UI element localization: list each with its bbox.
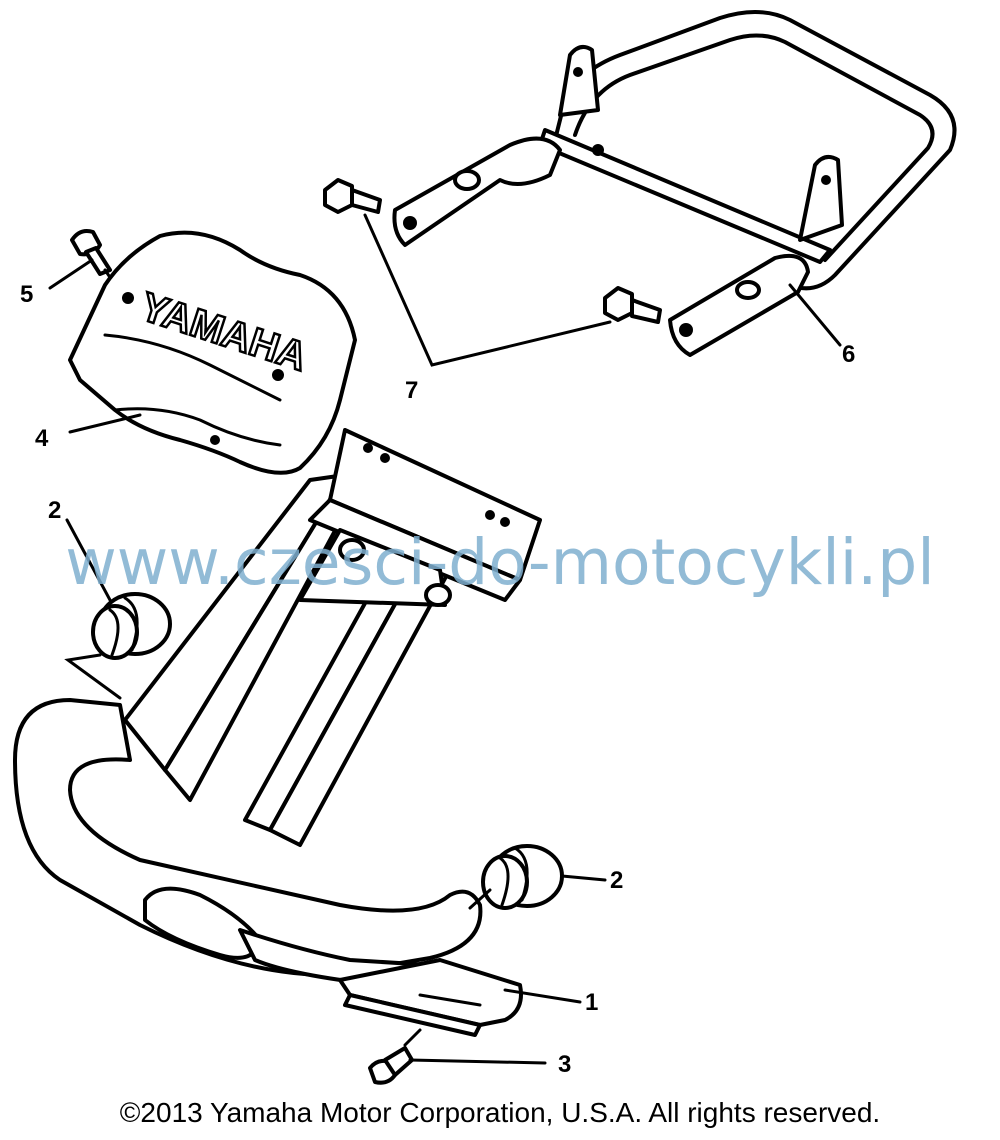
watermark: www.czesci-do-motocykli.pl [65, 526, 935, 599]
grommet-2-lower [481, 844, 564, 910]
callout-3: 3 [558, 1051, 571, 1078]
bolt-7-upper [323, 178, 382, 214]
callout-5: 5 [20, 281, 33, 308]
callout-4: 4 [35, 425, 49, 452]
grommet-2-upper [91, 592, 172, 660]
callout-6-leader [788, 283, 842, 347]
callout-6: 6 [842, 341, 855, 368]
callout-1-leader [503, 988, 582, 1004]
callout-2-upper-leader [65, 518, 112, 602]
bolt-7-lower [603, 286, 662, 324]
bolt-3 [368, 1046, 414, 1085]
callout-4-leader [68, 413, 142, 434]
bolt-5 [70, 229, 112, 276]
callout-3-leader [408, 1058, 547, 1065]
callout-2-lower-leader [560, 874, 607, 882]
rear-grab-bar [392, 9, 957, 357]
callout-7: 7 [405, 377, 418, 404]
callout-1: 1 [585, 989, 598, 1016]
frame-assembly [13, 428, 542, 1037]
engine-cover: YAMAHA [68, 230, 357, 475]
callout-2-upper: 2 [48, 497, 61, 524]
callout-5-leader [48, 258, 94, 290]
callout-2-lower: 2 [610, 867, 623, 894]
callout-7-leader [363, 213, 612, 367]
copyright-notice: ©2013 Yamaha Motor Corporation, U.S.A. A… [119, 1097, 881, 1128]
